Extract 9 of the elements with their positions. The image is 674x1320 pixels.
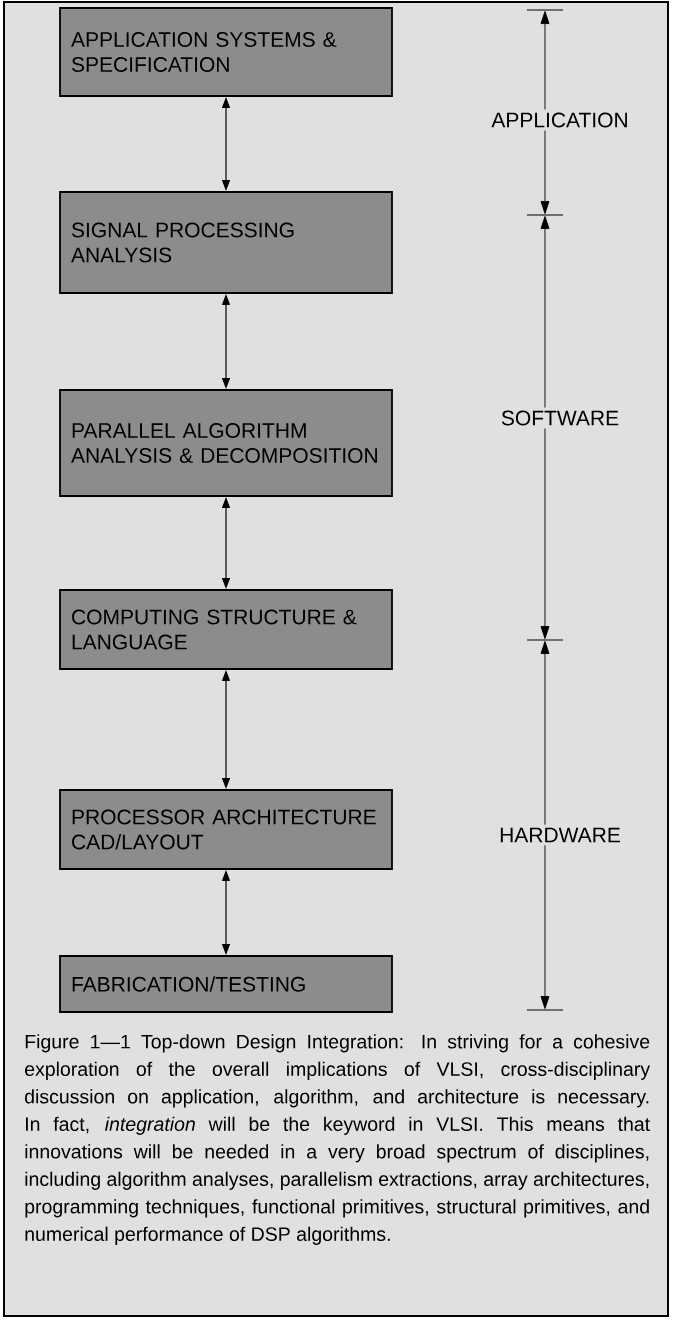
caption: Figure 1—1 Top-down Design Integration: In striving for a cohesive exploration of the overall implications of VLSI, cross-disciplinary discussion on application, algorithm, and architecture is necessary. In fact, integration will be the keyword in VLSI. This means that innovations will be needed in a very broad spectrum of disciplines, including algorithm analyses, parallelism extractions, array architectures, programming techniques, functional primitives, structural primitives, and numerical performance of DSP algorithms.	[25, 1034, 651, 1245]
process-box: APPLICATION SYSTEMS & SPECIFICATION	[59, 7, 393, 97]
process-box: PARALLEL ALGORITHM ANALYSIS & DECOMPOSITION	[59, 389, 393, 497]
section-label: APPLICATION	[488, 109, 632, 131]
process-box: FABRICATION/TESTING	[59, 955, 393, 1013]
section-label: HARDWARE	[496, 824, 624, 846]
process-box: COMPUTING STRUCTURE & LANGUAGE	[59, 589, 393, 670]
process-box: PROCESSOR ARCHITECTURE CAD/LAYOUT	[59, 789, 393, 870]
process-box: SIGNAL PROCESSING ANALYSIS	[59, 191, 393, 294]
